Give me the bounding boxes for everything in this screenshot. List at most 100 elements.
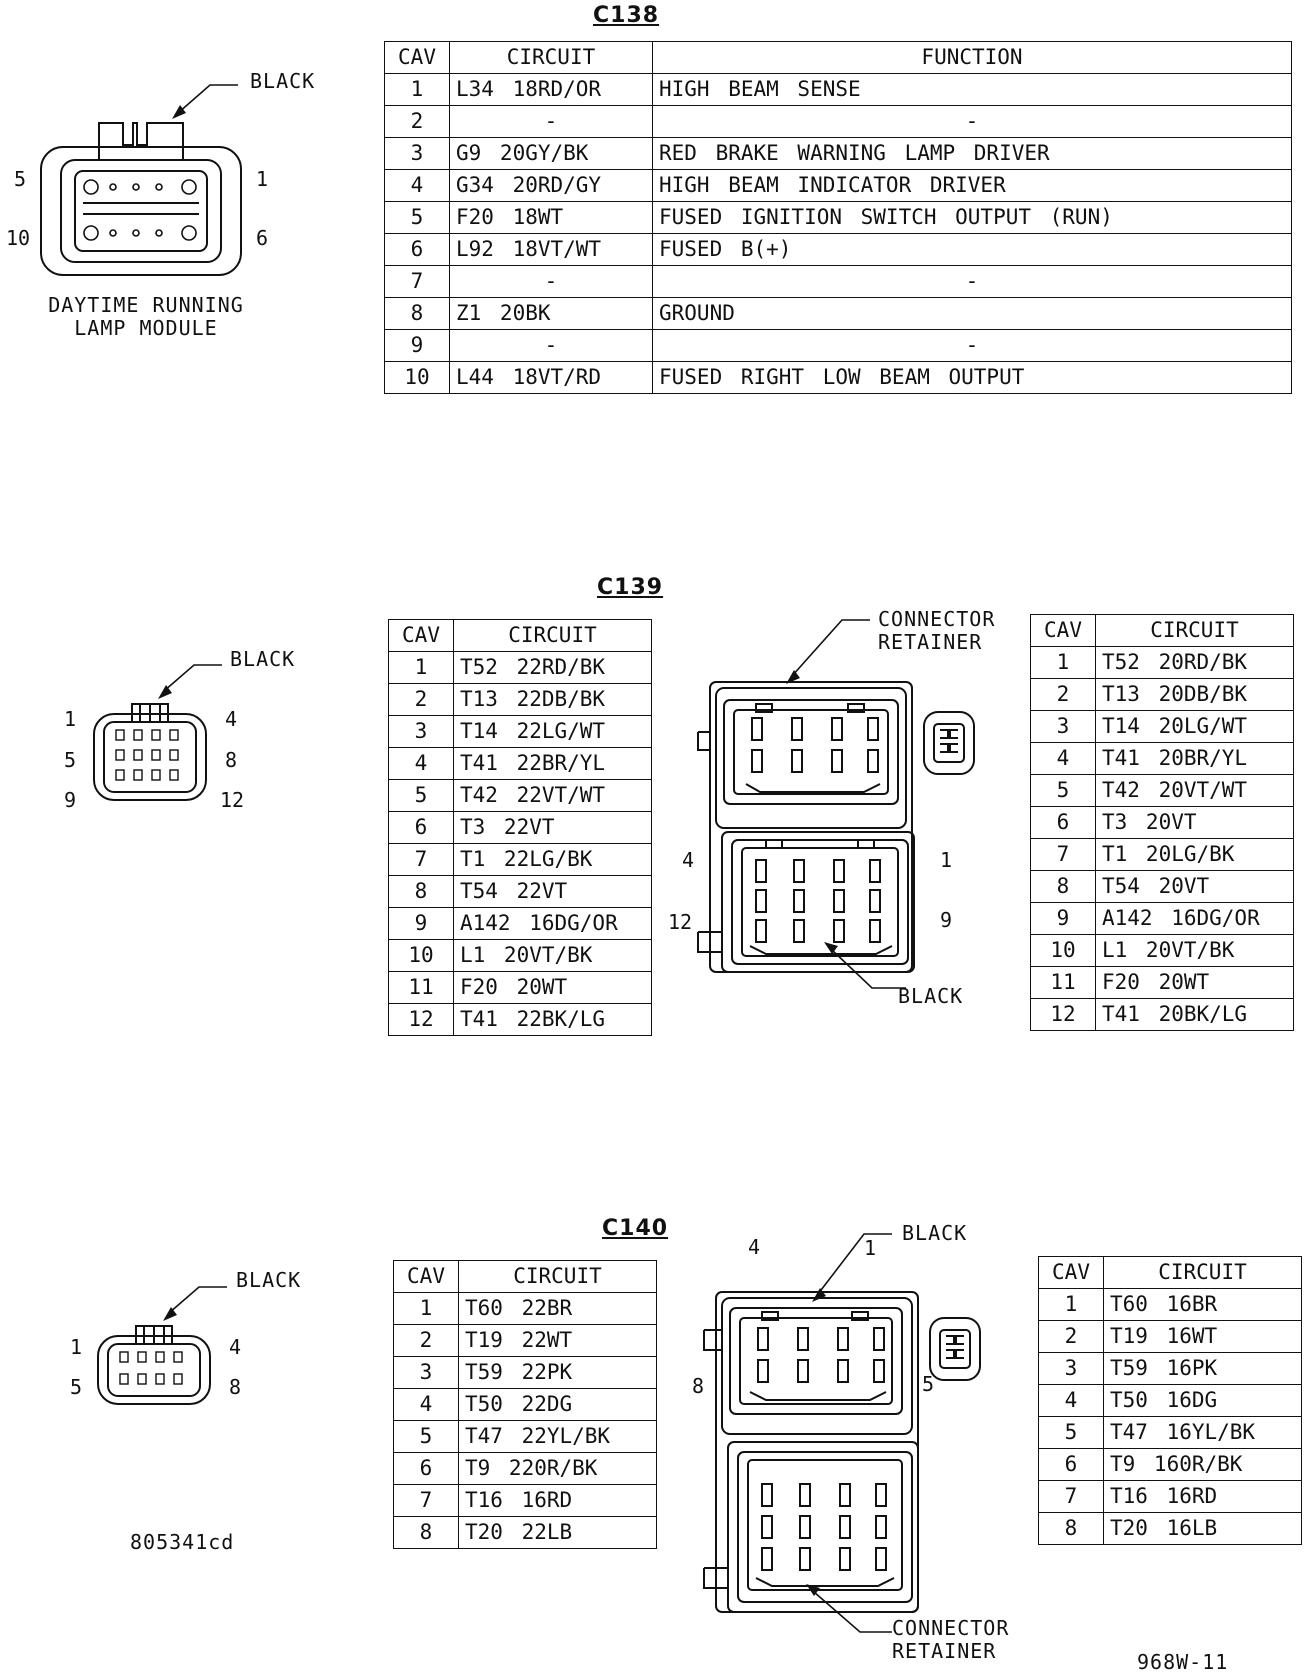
c139-small-pin-8: 8 (225, 748, 238, 772)
circuit-cell: F20 18WT (449, 201, 653, 234)
circuit-cell: T52 20RD/BK (1095, 646, 1294, 679)
cav-cell: 5 (1038, 1416, 1104, 1449)
c140-small-connector (97, 1325, 211, 1405)
c139-large-black-arrow (824, 942, 906, 989)
circuit-cell: T20 16LB (1103, 1512, 1302, 1545)
c138-module-label: DAYTIME RUNNING LAMP MODULE (48, 293, 244, 340)
c139-large-pin-9: 9 (940, 908, 953, 932)
table-row: 9-- (384, 329, 1292, 362)
c139-small-pin-1: 1 (64, 707, 77, 731)
circuit-cell: T47 22YL/BK (458, 1420, 657, 1453)
circuit-cell: L1 20VT/BK (453, 939, 652, 972)
circuit-cell: T54 22VT (453, 875, 652, 908)
cav-cell: 9 (384, 329, 450, 362)
c139-left-header-cav: CAV (388, 619, 454, 652)
cav-cell: 6 (1038, 1448, 1104, 1481)
cav-cell: 3 (384, 137, 450, 170)
circuit-cell: A142 16DG/OR (1095, 902, 1294, 935)
cav-cell: 7 (1038, 1480, 1104, 1513)
circuit-cell: F20 20WT (1095, 966, 1294, 999)
circuit-cell: A142 16DG/OR (453, 907, 652, 940)
c140-small-black-arrow (163, 1286, 227, 1321)
circuit-cell: Z1 20BK (449, 297, 653, 330)
c138-color-label: BLACK (250, 69, 316, 93)
function-cell: RED BRAKE WARNING LAMP DRIVER (652, 137, 1292, 170)
c138-header-cav: CAV (384, 41, 450, 74)
circuit-cell: T52 22RD/BK (453, 651, 652, 684)
cav-cell: 8 (384, 297, 450, 330)
cav-cell: 10 (1030, 934, 1096, 967)
cav-cell: 4 (393, 1388, 459, 1421)
circuit-cell: T50 22DG (458, 1388, 657, 1421)
circuit-cell: T41 20BK/LG (1095, 998, 1294, 1031)
cav-cell: 12 (1030, 998, 1096, 1031)
c139-retainer-label: CONNECTOR RETAINER (878, 607, 996, 654)
cav-cell: 6 (388, 811, 454, 844)
circuit-cell: T3 22VT (453, 811, 652, 844)
c139-small-pin-9: 9 (64, 788, 77, 812)
c138-pin-6: 6 (256, 226, 269, 250)
cav-cell: 8 (1038, 1512, 1104, 1545)
circuit-cell: T1 22LG/BK (453, 843, 652, 876)
circuit-cell: T9 220R/BK (458, 1452, 657, 1485)
cav-cell: 2 (1038, 1320, 1104, 1353)
c140-left-header-row: CAV CIRCUIT (393, 1260, 657, 1293)
circuit-cell: T50 16DG (1103, 1384, 1302, 1417)
circuit-cell: T14 22LG/WT (453, 715, 652, 748)
cav-cell: 5 (384, 201, 450, 234)
cav-cell: 4 (388, 747, 454, 780)
c140-large-pin-4: 4 (748, 1235, 761, 1259)
c140-small-pin-4: 4 (229, 1335, 242, 1359)
circuit-cell: T60 22BR (458, 1292, 657, 1325)
c138-header-circuit: CIRCUIT (449, 41, 653, 74)
cav-cell: 3 (1030, 710, 1096, 743)
c139-left-header-row: CAV CIRCUIT (388, 619, 652, 652)
c140-right-header-row: CAV CIRCUIT (1038, 1256, 1302, 1289)
table-row: 7-- (384, 265, 1292, 298)
c139-small-pin-12: 12 (220, 788, 245, 812)
circuit-cell: T59 16PK (1103, 1352, 1302, 1385)
cav-cell: 7 (388, 843, 454, 876)
function-cell: - (652, 329, 1292, 362)
circuit-cell: T1 20LG/BK (1095, 838, 1294, 871)
c138-pin-1: 1 (256, 167, 269, 191)
c138-header-function: FUNCTION (652, 41, 1292, 74)
cav-cell: 1 (384, 73, 450, 106)
cav-cell: 5 (1030, 774, 1096, 807)
cav-cell: 7 (384, 265, 450, 298)
c138-title: C138 (593, 3, 660, 28)
cav-cell: 1 (388, 651, 454, 684)
c139-right-header-circuit: CIRCUIT (1095, 614, 1294, 647)
cav-cell: 12 (388, 1003, 454, 1036)
c138-pin-10: 10 (6, 226, 31, 250)
circuit-cell: T41 20BR/YL (1095, 742, 1294, 775)
cav-cell: 9 (1030, 902, 1096, 935)
cav-cell: 2 (388, 683, 454, 716)
c139-right-header-row: CAV CIRCUIT (1030, 614, 1294, 647)
c139-large-pin-4: 4 (682, 848, 695, 872)
c140-small-pin-1: 1 (70, 1335, 83, 1359)
c139-small-black-arrow (158, 664, 222, 699)
c140-left-header-cav: CAV (393, 1260, 459, 1293)
circuit-cell: F20 20WT (453, 971, 652, 1004)
